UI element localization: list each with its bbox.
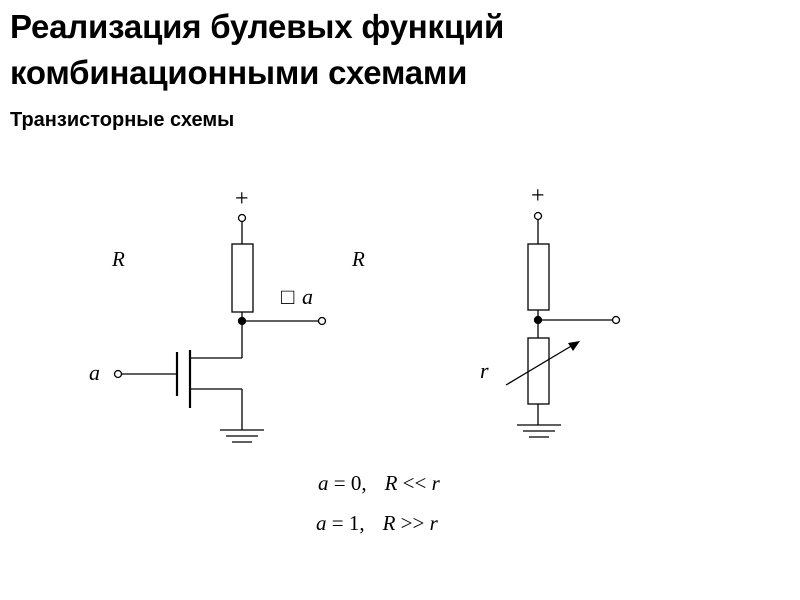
condition-line-1: a = 0,R << r bbox=[318, 471, 440, 495]
variable-resistor bbox=[527, 337, 550, 405]
right-circuit bbox=[505, 211, 621, 438]
right-output-terminal bbox=[611, 315, 621, 325]
left-output-label: a bbox=[302, 284, 313, 309]
right-resistor bbox=[527, 243, 550, 311]
condition-line-2: a = 1,R >> r bbox=[316, 511, 438, 535]
right-supply-label: + bbox=[531, 183, 545, 209]
left-supply-terminal bbox=[237, 213, 247, 223]
title-line-1: Реализация булевых функций bbox=[10, 8, 505, 45]
inverted-output-symbol: □ bbox=[281, 284, 294, 309]
right-supply-terminal bbox=[533, 211, 543, 221]
left-resistor-label: R bbox=[111, 247, 125, 271]
title-line-2: комбинационными схемами bbox=[10, 54, 468, 91]
left-input-label: a bbox=[89, 360, 100, 385]
right-ground bbox=[517, 424, 561, 438]
right-resistor-label: R bbox=[351, 247, 365, 271]
page-title: Реализация булевых функций комбинационны… bbox=[10, 4, 504, 96]
left-output-terminal bbox=[317, 316, 327, 326]
left-supply-label: + bbox=[235, 186, 249, 212]
page-subtitle: Транзисторные схемы bbox=[10, 109, 235, 131]
left-input-terminal bbox=[113, 369, 123, 379]
variable-resistor-label: r bbox=[480, 358, 489, 383]
left-ground bbox=[220, 429, 264, 443]
left-circuit bbox=[113, 213, 327, 443]
variable-resistor-arrow bbox=[505, 341, 579, 386]
left-resistor bbox=[231, 243, 254, 313]
